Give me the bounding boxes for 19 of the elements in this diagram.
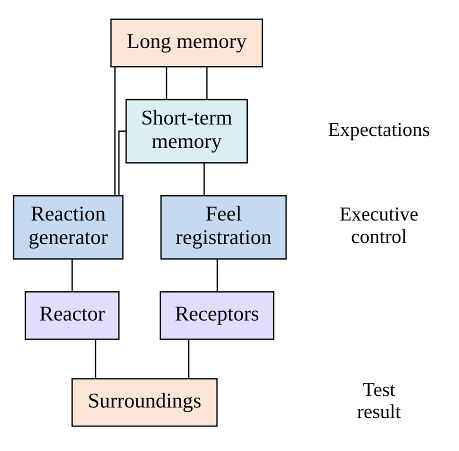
node-box: Receptors	[160, 290, 274, 340]
connector	[71, 258, 73, 291]
connector	[118, 130, 126, 195]
connector	[188, 338, 190, 378]
node-box: Surroundings	[71, 378, 218, 426]
connector	[94, 338, 96, 378]
connector	[204, 162, 205, 195]
node-box: Short-term memory	[125, 98, 248, 163]
node-box: Reaction generator	[12, 194, 124, 260]
node-box: Feel registration	[160, 194, 287, 260]
connector	[206, 66, 208, 99]
node-box: Long memory	[110, 18, 264, 67]
connector	[166, 66, 168, 99]
connector	[114, 66, 116, 196]
label: Executive control	[339, 203, 418, 248]
label: Expectations	[328, 118, 430, 140]
node-box: Reactor	[24, 290, 120, 340]
label: Test result	[357, 378, 401, 423]
connector	[216, 258, 218, 291]
